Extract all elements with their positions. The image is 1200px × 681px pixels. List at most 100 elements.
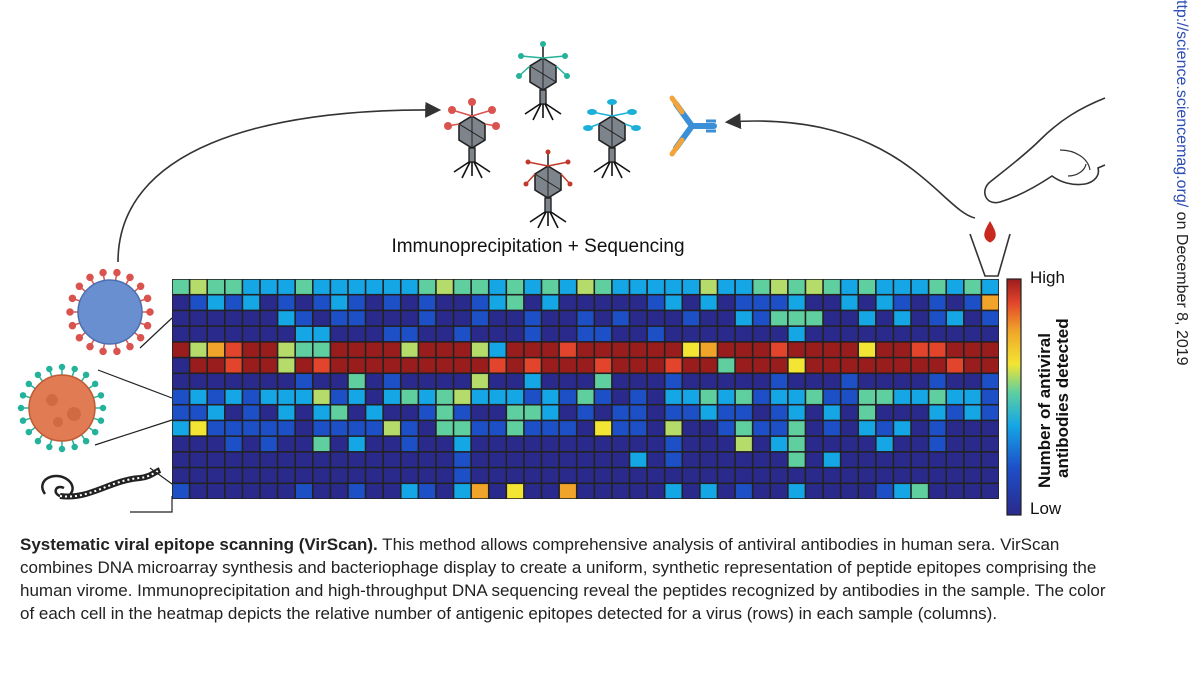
heatmap-cell bbox=[243, 311, 260, 326]
heatmap-cell bbox=[735, 405, 752, 420]
heatmap-cell bbox=[489, 326, 506, 342]
heatmap-cell bbox=[665, 389, 682, 404]
heatmap-cell bbox=[753, 484, 770, 499]
heatmap-cell bbox=[278, 421, 295, 436]
heatmap-cell bbox=[665, 421, 682, 436]
heatmap-cell bbox=[190, 436, 207, 452]
heatmap-cell bbox=[260, 374, 277, 389]
heatmap-cell bbox=[348, 374, 365, 389]
heatmap-cell bbox=[771, 326, 788, 342]
heatmap-cell bbox=[735, 358, 752, 373]
heatmap-cell bbox=[454, 358, 471, 373]
heatmap-cell bbox=[559, 436, 576, 452]
heatmap-cell bbox=[454, 326, 471, 342]
heatmap-cell bbox=[260, 405, 277, 420]
heatmap-cell bbox=[647, 358, 664, 373]
heatmap-cell bbox=[612, 358, 629, 373]
heatmap-cell bbox=[366, 468, 383, 483]
heatmap-cell bbox=[507, 358, 524, 373]
heatmap-cell bbox=[806, 311, 823, 326]
heatmap-cell bbox=[630, 295, 647, 310]
heatmap-cell bbox=[559, 279, 576, 294]
heatmap-cell bbox=[524, 468, 541, 483]
heatmap-cell bbox=[718, 311, 735, 326]
heatmap-cell bbox=[313, 389, 330, 404]
heatmap-cell bbox=[683, 326, 700, 342]
heatmap-cell bbox=[577, 295, 594, 310]
heatmap-cell bbox=[700, 279, 717, 294]
coronavirus-icon bbox=[17, 363, 107, 453]
heatmap-cell bbox=[243, 468, 260, 483]
heatmap-cell bbox=[295, 484, 312, 499]
heatmap-cell bbox=[401, 295, 418, 310]
heatmap-cell bbox=[788, 484, 805, 499]
heatmap-cell bbox=[894, 436, 911, 452]
heatmap-cell bbox=[524, 389, 541, 404]
heatmap-cell bbox=[859, 279, 876, 294]
heatmap-cell bbox=[260, 468, 277, 483]
heatmap-cell bbox=[190, 468, 207, 483]
heatmap-cell bbox=[172, 279, 189, 294]
heatmap-cell bbox=[524, 484, 541, 499]
heatmap-cell bbox=[700, 484, 717, 499]
heatmap-cell bbox=[401, 279, 418, 294]
heatmap-cell bbox=[172, 484, 189, 499]
heatmap-cell bbox=[295, 452, 312, 467]
heatmap-cell bbox=[295, 405, 312, 420]
heatmap-cell bbox=[718, 389, 735, 404]
heatmap-cell bbox=[665, 452, 682, 467]
heatmap-cell bbox=[894, 484, 911, 499]
heatmap-cell bbox=[929, 389, 946, 404]
heatmap-cell bbox=[788, 358, 805, 373]
heatmap-cell bbox=[313, 436, 330, 452]
heatmap-cell bbox=[982, 452, 999, 467]
heatmap-cell bbox=[366, 311, 383, 326]
heatmap-cell bbox=[753, 311, 770, 326]
heatmap-cell bbox=[419, 279, 436, 294]
heatmap-cell bbox=[313, 358, 330, 373]
heatmap-cell bbox=[278, 295, 295, 310]
heatmap-cell bbox=[207, 436, 224, 452]
heatmap-cell bbox=[806, 436, 823, 452]
heatmap-cell bbox=[630, 374, 647, 389]
arrow-virus-to-phage bbox=[117, 101, 442, 263]
heatmap-cell bbox=[876, 311, 893, 326]
heatmap-cell bbox=[911, 452, 928, 467]
heatmap-cell bbox=[436, 326, 453, 342]
blood-drop-icon bbox=[984, 221, 996, 243]
heatmap-cell bbox=[753, 452, 770, 467]
heatmap-cell bbox=[753, 405, 770, 420]
heatmap-cell bbox=[260, 389, 277, 404]
heatmap-cell bbox=[542, 358, 559, 373]
heatmap-cell bbox=[419, 295, 436, 310]
heatmap-cell bbox=[683, 311, 700, 326]
heatmap-cell bbox=[964, 279, 981, 294]
heatmap-cell bbox=[771, 436, 788, 452]
heatmap-cell bbox=[295, 421, 312, 436]
heatmap-cell bbox=[947, 279, 964, 294]
heatmap-cell bbox=[841, 326, 858, 342]
heatmap-cell bbox=[172, 405, 189, 420]
heatmap-cell bbox=[454, 452, 471, 467]
heatmap-cell bbox=[331, 389, 348, 404]
heatmap-cell bbox=[982, 484, 999, 499]
heatmap-cell bbox=[929, 468, 946, 483]
heatmap-cell bbox=[436, 311, 453, 326]
watermark-link[interactable]: ttp://science.sciencemag.org/ bbox=[1173, 0, 1190, 208]
heatmap-cell bbox=[647, 436, 664, 452]
heatmap-cell bbox=[718, 468, 735, 483]
antibody-icon bbox=[669, 95, 717, 157]
heatmap-cell bbox=[559, 311, 576, 326]
heatmap-cell bbox=[454, 311, 471, 326]
bacteriophage-icon bbox=[516, 41, 570, 121]
heatmap-cell bbox=[577, 484, 594, 499]
heatmap-cell bbox=[542, 295, 559, 310]
heatmap-cell bbox=[559, 468, 576, 483]
heatmap-cell bbox=[331, 468, 348, 483]
heatmap-cell bbox=[577, 326, 594, 342]
heatmap-cell bbox=[401, 326, 418, 342]
heatmap-cell bbox=[331, 342, 348, 357]
heatmap-cell bbox=[577, 389, 594, 404]
color-legend: High Low Number of antiviral antibodies … bbox=[1006, 268, 1072, 518]
heatmap-cell bbox=[612, 326, 629, 342]
